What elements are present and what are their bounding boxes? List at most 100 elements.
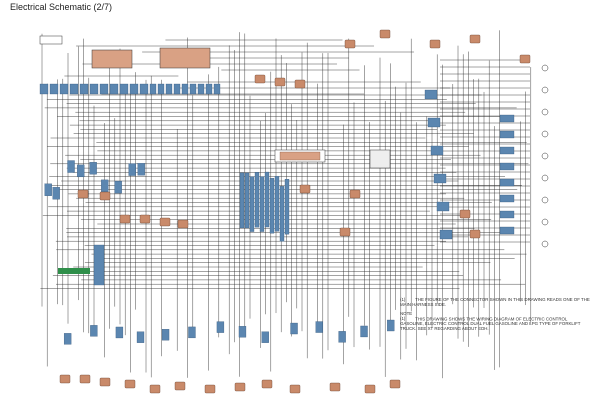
component-box xyxy=(519,54,531,64)
connector-strip xyxy=(115,326,124,339)
component-box xyxy=(339,227,351,237)
connector-strip xyxy=(439,229,453,240)
connector-strip xyxy=(197,83,205,95)
connector-strip xyxy=(213,83,221,95)
connector-strip xyxy=(499,178,515,187)
sensor-symbol xyxy=(541,174,549,182)
connector-strip xyxy=(284,179,290,235)
connector-strip xyxy=(188,326,196,339)
connector-strip xyxy=(387,319,395,332)
connector-strip xyxy=(238,326,247,338)
connector-strip xyxy=(424,89,438,100)
connector-strip xyxy=(269,178,275,234)
connector-strip xyxy=(189,83,197,95)
connector-strip xyxy=(79,83,89,95)
sensor-symbol xyxy=(541,218,549,226)
component-box xyxy=(149,384,161,394)
component-box xyxy=(349,189,361,199)
page-title: Electrical Schematic (2/7) xyxy=(10,2,113,12)
connector-strip xyxy=(89,83,99,95)
connector-strip xyxy=(59,83,69,95)
connector-strip xyxy=(499,194,515,203)
component-box xyxy=(469,229,481,239)
connector-strip xyxy=(239,172,245,229)
connector-strip xyxy=(77,164,85,178)
component-box xyxy=(159,217,171,227)
connector-strip xyxy=(254,172,260,228)
component-box xyxy=(79,374,91,384)
sensor-symbol xyxy=(541,108,549,116)
connector-strip xyxy=(360,325,368,338)
sensor-symbol xyxy=(541,196,549,204)
connector-strip xyxy=(49,83,59,95)
connector-strip xyxy=(430,145,444,156)
connector-strip xyxy=(249,176,255,232)
component-box xyxy=(77,189,89,199)
component-box xyxy=(119,214,131,224)
connector-strip xyxy=(173,83,181,95)
connector-strip xyxy=(499,226,515,235)
component-box xyxy=(289,384,301,394)
connector-strip xyxy=(69,83,79,95)
note-1: (1) THE FIGURE OF THE CONNECTOR SHOWN IN… xyxy=(400,297,590,308)
connector-strip xyxy=(165,83,173,95)
connector-strip xyxy=(261,331,269,343)
connector-strip xyxy=(44,183,52,196)
sensor-symbol xyxy=(541,86,549,94)
component-box xyxy=(99,191,111,201)
component-box xyxy=(174,381,186,391)
component-box xyxy=(469,34,481,44)
connector-strip xyxy=(67,160,75,173)
connector-strip xyxy=(181,83,189,95)
component-box xyxy=(234,382,246,392)
connector-strip xyxy=(433,173,447,184)
component-box xyxy=(59,374,71,384)
legend-tag xyxy=(58,268,90,274)
component-box xyxy=(139,214,151,224)
connector-strip xyxy=(499,210,515,219)
connector-strip xyxy=(93,244,105,286)
connector-strip xyxy=(90,325,98,337)
component-box xyxy=(329,382,341,392)
connector-strip xyxy=(52,187,60,200)
component-box xyxy=(294,79,306,89)
connector-strip xyxy=(499,162,515,171)
sensor-symbol xyxy=(541,240,549,248)
connector-strip xyxy=(137,163,145,176)
notes-block: (1) THE FIGURE OF THE CONNECTOR SHOWN IN… xyxy=(400,297,590,335)
connector-strip xyxy=(149,83,157,95)
component-box xyxy=(274,77,286,87)
component-box xyxy=(364,384,376,394)
component-box xyxy=(204,384,216,394)
connector-strip xyxy=(161,329,170,341)
connector-strip xyxy=(290,322,298,335)
connector-strip xyxy=(136,331,145,343)
connector-strip xyxy=(315,321,323,333)
note-2: NOTE (1) THIS DRAWING SHOWS THE WIRING D… xyxy=(400,310,581,332)
connector-strip xyxy=(427,117,441,128)
connector-strip xyxy=(109,83,119,95)
connector-strip xyxy=(499,130,515,139)
connector-strip xyxy=(139,83,149,95)
component-box xyxy=(429,39,441,49)
connector-strip xyxy=(499,146,515,155)
component-box xyxy=(254,74,266,84)
connector-strip xyxy=(89,162,97,175)
connector-strip xyxy=(259,176,265,232)
component-box xyxy=(459,209,471,219)
fuse-block xyxy=(39,35,63,45)
connector-strip xyxy=(436,201,450,212)
component-box xyxy=(124,379,136,389)
seat-switch xyxy=(369,149,391,169)
component-box xyxy=(389,379,401,389)
connector-strip xyxy=(128,163,136,176)
dash-connector xyxy=(279,151,321,161)
connector-strip xyxy=(101,179,109,193)
connector-strip xyxy=(99,83,109,95)
component-box xyxy=(177,219,189,229)
connector-strip xyxy=(119,83,129,95)
connector-strip xyxy=(264,171,270,228)
connector-strip xyxy=(338,331,346,343)
